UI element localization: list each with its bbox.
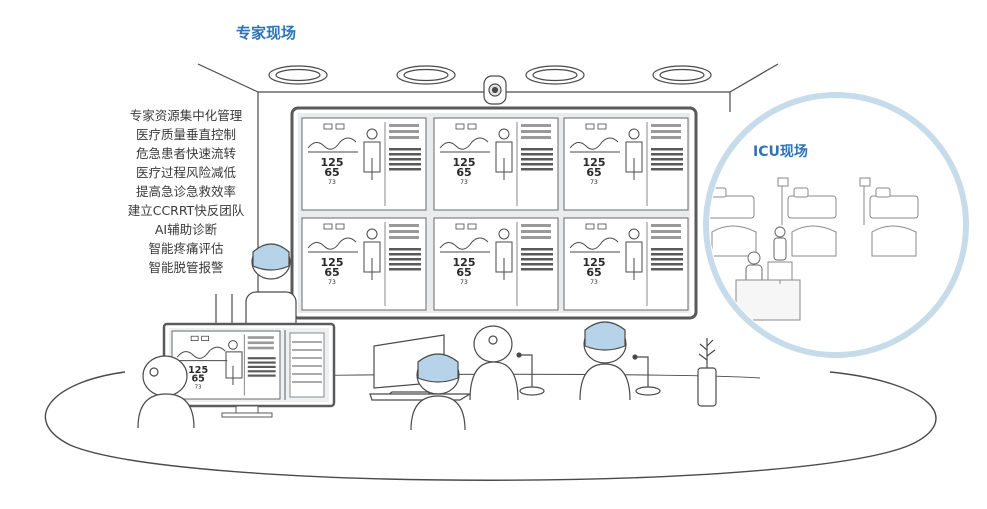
feature-item: 专家资源集中化管理: [129, 108, 243, 123]
feature-item: 智能脱管报警: [148, 260, 224, 275]
icu-bed: [871, 225, 917, 257]
plant-vase-icon: [697, 338, 717, 407]
waveform: [439, 137, 489, 150]
body-figure: [495, 241, 513, 273]
feature-item: AI辅助诊断: [154, 222, 218, 237]
waveform: [569, 137, 619, 150]
ceiling-lights: [268, 65, 712, 85]
icu-bed: [791, 225, 837, 257]
expert-site-title: 专家现场: [236, 24, 297, 42]
icu-bed: [777, 177, 837, 225]
body-figure: [625, 241, 643, 273]
vital-diastolic: 65: [586, 166, 601, 179]
vital-systolic: 125: [453, 156, 476, 169]
icu-desk: [735, 261, 801, 321]
vital-diastolic: 65: [324, 166, 339, 179]
vital-rate: 73: [328, 179, 336, 186]
icu-bed: [859, 177, 919, 225]
vital-systolic: 125: [453, 256, 476, 269]
vital-systolic: 125: [583, 256, 606, 269]
icu-scene: [703, 92, 969, 358]
vital-diastolic: 65: [324, 266, 339, 279]
desk-microphone-icon: [516, 352, 545, 396]
expert-seated-center: [469, 325, 519, 401]
expert-seated-right: [579, 321, 631, 401]
vital-rate: 73: [590, 179, 598, 186]
vital-systolic: 125: [583, 156, 606, 169]
waveform: [176, 346, 226, 359]
vital-systolic: 125: [321, 256, 344, 269]
feature-item: 建立CCRRT快反团队: [127, 203, 245, 218]
ceiling-camera-icon: [483, 75, 507, 105]
icu-doctor: [745, 251, 763, 284]
vital-systolic: 125: [188, 365, 208, 376]
waveform: [307, 237, 357, 250]
feature-item: 医疗质量垂直控制: [135, 127, 236, 142]
feature-item: 提高急诊急救效率: [135, 184, 236, 199]
vital-rate: 73: [195, 384, 202, 390]
body-figure: [225, 351, 243, 379]
waveform: [439, 237, 489, 250]
body-figure: [625, 141, 643, 173]
vital-diastolic: 65: [456, 166, 471, 179]
expert-seated-center-left: [410, 353, 466, 431]
icu-bed: [710, 187, 755, 219]
body-figure: [363, 241, 381, 273]
vital-diastolic: 65: [191, 374, 204, 385]
monitor-panels: 1256573125657312565731256573125657312565…: [301, 117, 689, 311]
body-figure: [495, 141, 513, 173]
feature-list: 专家资源集中化管理 医疗质量垂直控制 危急患者快速流转 医疗过程风险减低 提高急…: [112, 106, 260, 277]
vital-rate: 73: [328, 279, 336, 286]
feature-item: 智能疼痛评估: [148, 241, 224, 256]
vital-diastolic: 65: [456, 266, 471, 279]
expert-standing: [215, 243, 297, 333]
expert-seated-left: [137, 355, 195, 429]
feature-item: 医疗过程风险减低: [135, 165, 236, 180]
waveform: [569, 237, 619, 250]
feature-item: 危急患者快速流转: [135, 146, 236, 161]
vital-rate: 73: [590, 279, 598, 286]
vital-systolic: 125: [321, 156, 344, 169]
waveform: [307, 137, 357, 150]
body-figure: [363, 141, 381, 173]
vital-rate: 73: [460, 179, 468, 186]
vital-diastolic: 65: [586, 266, 601, 279]
vital-rate: 73: [460, 279, 468, 286]
icu-bed: [711, 225, 757, 257]
icu-site-title: ICU现场: [753, 144, 808, 160]
video-wall: 1256573125657312565731256573125657312565…: [290, 106, 698, 320]
desk-microphone-icon: [632, 354, 661, 396]
icu-nurse: [773, 226, 787, 261]
